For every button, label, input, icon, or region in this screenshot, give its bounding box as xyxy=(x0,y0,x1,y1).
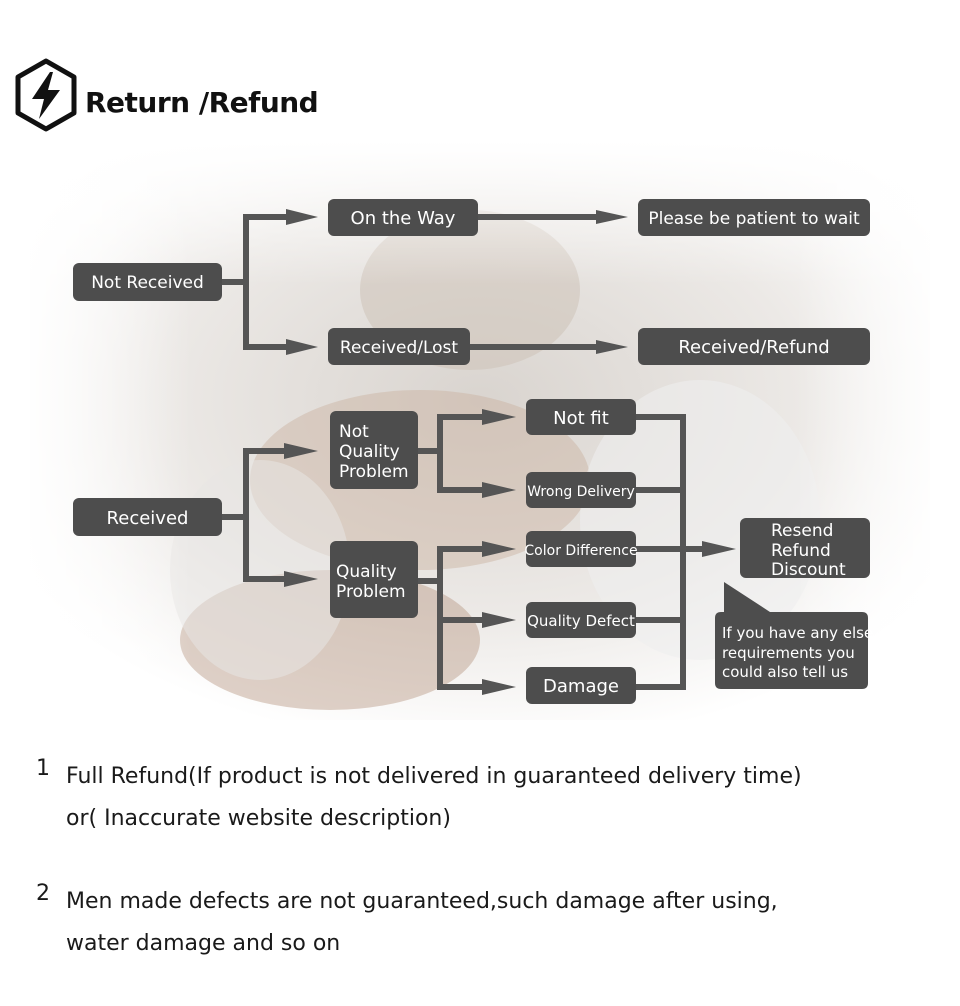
not-received-label: Not Received xyxy=(91,273,204,293)
not-fit-box xyxy=(526,399,636,435)
not-received-box xyxy=(73,263,222,301)
note-number: 1 xyxy=(36,756,50,781)
note-number: 2 xyxy=(36,881,50,906)
received-refund-label: Received/Refund xyxy=(678,337,829,358)
quality-problem-box xyxy=(330,541,418,618)
quality-defect-box xyxy=(526,602,636,638)
refund-flowchart: Not Received On the Way Please be patien… xyxy=(0,120,960,720)
not-fit-label: Not fit xyxy=(553,408,609,429)
note-line: water damage and so on xyxy=(66,931,341,956)
refund-notes: 1 Full Refund(If product is not delivere… xyxy=(36,756,936,1006)
note-line: Full Refund(If product is not delivered … xyxy=(66,764,802,789)
please-wait-label: Please be patient to wait xyxy=(648,209,860,229)
not-quality-problem-label-3: Problem xyxy=(339,462,409,482)
color-difference-label: Color Difference xyxy=(524,543,637,559)
quality-problem-label-1: Quality xyxy=(336,562,397,582)
on-the-way-box xyxy=(328,199,478,236)
wrong-delivery-label: Wrong Delivery xyxy=(527,484,635,500)
color-difference-box xyxy=(526,531,636,567)
received-refund-box xyxy=(638,328,870,365)
outcome-label-3: Discount xyxy=(771,560,846,580)
not-quality-problem-box xyxy=(330,411,418,489)
connectors xyxy=(222,214,712,690)
not-quality-problem-label-1: Not xyxy=(339,422,369,442)
quality-problem-label-2: Problem xyxy=(336,582,406,602)
outcome-label-2: Refund xyxy=(771,541,831,561)
note-item: 1 Full Refund(If product is not delivere… xyxy=(36,756,936,840)
note-item: 2 Men made defects are not guaranteed,su… xyxy=(36,881,936,965)
received-lost-box xyxy=(328,328,470,365)
callout-box xyxy=(715,582,868,689)
arrowheads xyxy=(284,209,736,695)
lightning-hexagon-icon xyxy=(14,58,78,136)
outcome-label-1: Resend xyxy=(771,521,833,541)
note-line: or( Inaccurate website description) xyxy=(66,806,451,831)
page-title: Return /Refund xyxy=(85,86,319,119)
damage-box xyxy=(526,667,636,704)
please-wait-box xyxy=(638,199,870,236)
damage-label: Damage xyxy=(543,676,619,697)
note-line: Men made defects are not guaranteed,such… xyxy=(66,889,778,914)
not-quality-problem-label-2: Quality xyxy=(339,442,400,462)
wrong-delivery-box xyxy=(526,472,636,508)
callout-line-1: If you have any else xyxy=(722,624,873,642)
on-the-way-label: On the Way xyxy=(351,208,456,229)
received-lost-label: Received/Lost xyxy=(340,338,459,358)
quality-defect-label: Quality Defect xyxy=(527,612,635,630)
outcome-box xyxy=(740,518,870,578)
received-box xyxy=(73,498,222,536)
handshake-background-image xyxy=(30,140,930,720)
received-label: Received xyxy=(107,508,189,529)
callout-line-2: requirements you xyxy=(722,644,855,662)
callout-line-3: could also tell us xyxy=(722,663,848,681)
